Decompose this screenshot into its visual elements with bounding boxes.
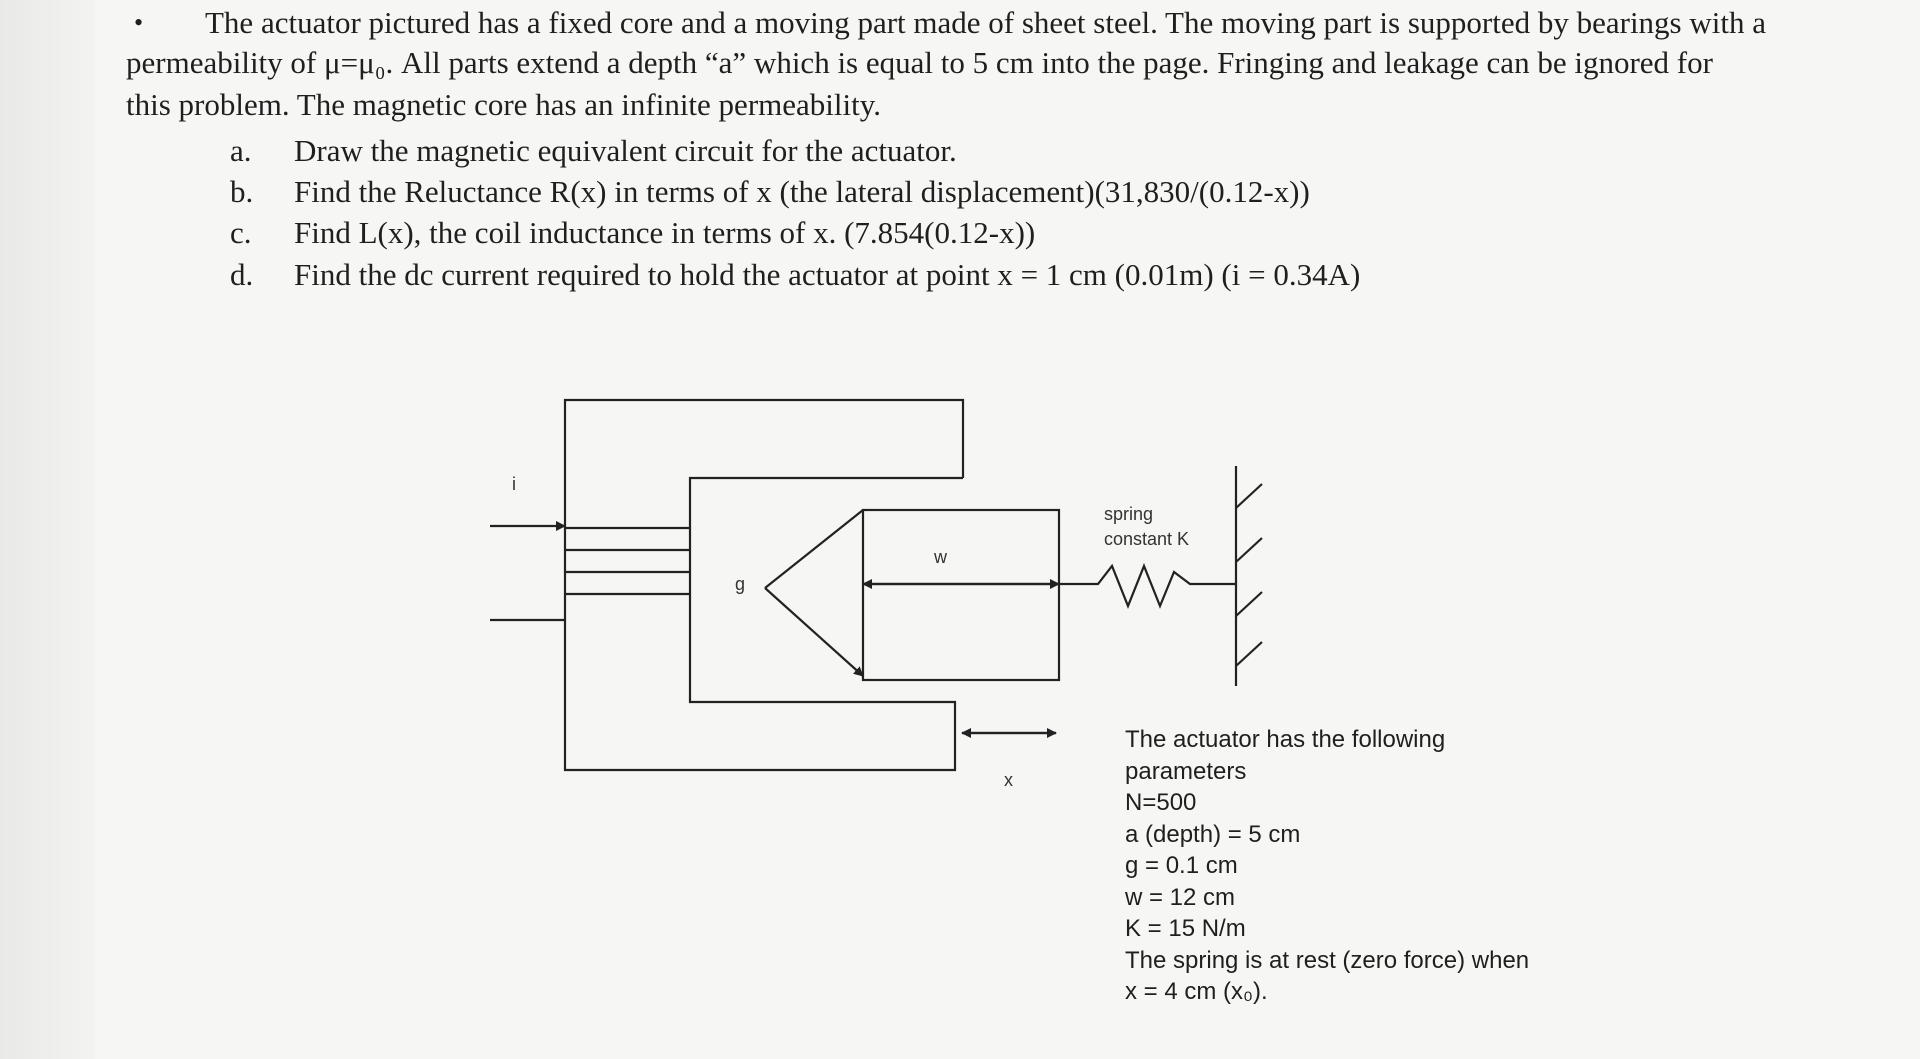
wall-hatch <box>1235 591 1263 617</box>
question-text: Find L(x), the coil inductance in terms … <box>294 215 1036 250</box>
label-spring: spring <box>1104 504 1153 524</box>
question-d: d. Find the dc current required to hold t… <box>230 257 1360 293</box>
parameter-n: N=500 <box>1125 789 1197 816</box>
spring-rest-line-1: The spring is at rest (zero force) when <box>1125 946 1530 974</box>
wall-hatch <box>1235 641 1263 667</box>
intro-line-3: this problem. The magnetic core has an i… <box>126 87 881 122</box>
question-letter: c. <box>230 215 252 250</box>
question-c: c. Find L(x), the coil inductance in term… <box>230 215 1035 251</box>
label-displacement-x: x <box>1004 770 1013 790</box>
parameter-w: w = 12 cm <box>1125 883 1236 911</box>
question-letter: a. <box>230 133 252 168</box>
question-letter: d. <box>230 257 254 292</box>
parameters-heading-line-2: parameters <box>1125 757 1247 785</box>
parameter-a: a (depth) = 5 cm <box>1125 820 1301 848</box>
label-spring-constant: constant K <box>1104 529 1189 549</box>
parameters-heading-line-1: The actuator has the following <box>1125 726 1446 753</box>
spring-rest-line-2: x = 4 cm (x₀). <box>1125 978 1268 1005</box>
question-b: b. Find the Reluctance R(x) in terms of x… <box>230 174 1310 210</box>
parameters-list: The actuator has the following parameter… <box>1125 724 1529 1008</box>
question-text: Find the dc current required to hold the… <box>294 257 1361 292</box>
label-width-w: w <box>933 547 948 567</box>
intro-line-1: The actuator pictured has a fixed core a… <box>205 5 1766 40</box>
page-margin <box>0 0 95 1059</box>
label-current-i: i <box>512 474 516 494</box>
gap-arrow-lower <box>764 587 864 677</box>
question-a: a. Draw the magnetic equivalent circuit f… <box>230 133 957 169</box>
wall-hatch <box>1235 537 1263 563</box>
fixed-core <box>563 398 965 772</box>
spring <box>1059 563 1236 609</box>
gap-arrow-upper <box>764 509 864 589</box>
bullet-marker: • <box>134 8 144 37</box>
question-letter: b. <box>230 174 254 209</box>
label-gap-g: g <box>735 574 745 594</box>
question-text: Draw the magnetic equivalent circuit for… <box>294 133 957 168</box>
moving-part <box>861 508 1061 682</box>
parameter-k: K = 15 N/m <box>1125 915 1246 942</box>
wall-hatch <box>1235 483 1263 509</box>
question-text: Find the Reluctance R(x) in terms of x (… <box>294 174 1310 209</box>
intro-line-2: permeability of μ=μ₀. All parts extend a… <box>126 45 1713 80</box>
parameter-g: g = 0.1 cm <box>1125 852 1238 879</box>
